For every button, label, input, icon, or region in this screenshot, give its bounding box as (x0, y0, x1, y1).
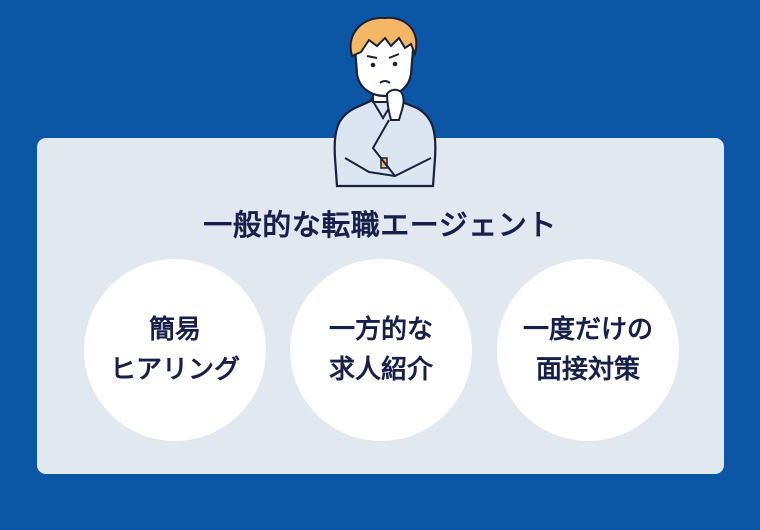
feature-circle-interview-prep: 一度だけの 面接対策 (497, 259, 679, 441)
feature-circle-job-introduction: 一方的な 求人紹介 (290, 259, 472, 441)
feature-circle-hearing: 簡易 ヒアリング (84, 259, 266, 441)
feature-line-1: 一度だけの (522, 315, 653, 345)
feature-line-2: 求人紹介 (328, 355, 433, 385)
feature-line-1: 簡易 (148, 315, 201, 345)
thinking-man-icon (333, 16, 437, 188)
feature-line-1: 一方的な (328, 315, 433, 345)
feature-line-2: ヒアリング (109, 355, 240, 385)
feature-line-2: 面接対策 (535, 355, 640, 385)
section-title: 一般的な転職エージェント (203, 208, 557, 242)
